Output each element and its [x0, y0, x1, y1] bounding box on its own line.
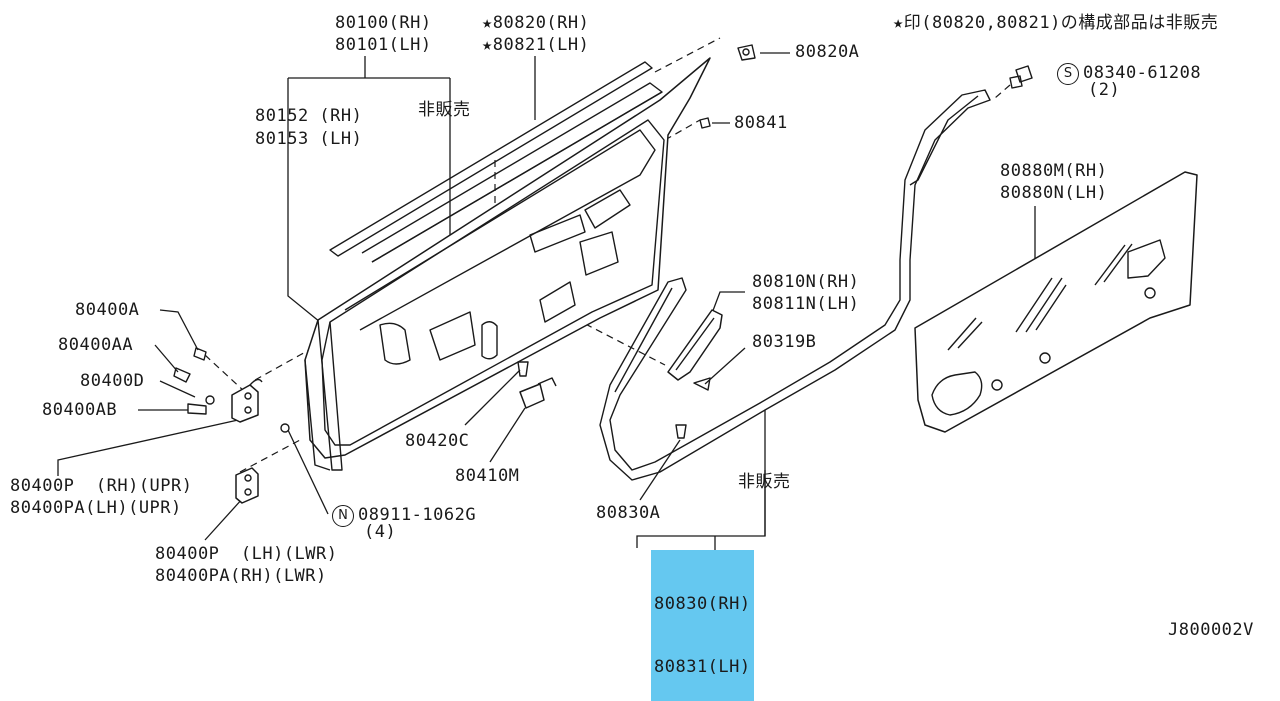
part-80820-rh-label: 80820(RH)	[492, 13, 590, 33]
part-08340-61208: 08340-61208	[1083, 63, 1202, 83]
clip-80820a-drawing	[737, 44, 756, 61]
part-80400pa-lwr: 80400PA(RH)(LWR)	[155, 566, 327, 586]
diagram-id: J800002V	[1168, 620, 1254, 640]
part-80410m: 80410M	[455, 466, 520, 486]
not-for-sale-label-2: 非販売	[738, 472, 791, 492]
n-symbol: N	[332, 505, 354, 527]
check-link-drawing	[517, 361, 557, 409]
part-80101-lh: 80101(LH)	[335, 35, 432, 55]
corner-seal-drawing	[667, 309, 723, 391]
part-80830a: 80830A	[596, 503, 661, 523]
bolt-08340-drawing	[1009, 65, 1033, 89]
part-80400ab: 80400AB	[42, 400, 118, 420]
clip-80841-drawing	[699, 117, 711, 129]
clip-80830a-drawing	[675, 424, 687, 439]
part-80830-highlighted[interactable]: 80830(RH) 80831(LH)	[651, 550, 754, 701]
part-80400p-lwr: 80400P (LH)(LWR)	[155, 544, 338, 564]
part-08911-qty: (4)	[364, 522, 397, 542]
part-80820a: 80820A	[795, 42, 860, 62]
leader-lines	[57, 52, 1036, 550]
part-80841: 80841	[734, 113, 788, 133]
parts-diagram: ★印(80820,80821)の構成部品は非販売 80100(RH) 80101…	[10, 13, 1254, 701]
part-80152-rh: 80152 (RH)	[255, 106, 363, 126]
door-finisher-drawing	[914, 171, 1198, 433]
hinge-upper-drawing	[231, 378, 263, 423]
not-for-sale-label-1: 非販売	[418, 100, 471, 120]
part-80821-lh: ★80821(LH)	[482, 35, 589, 56]
part-80400a: 80400A	[75, 300, 140, 320]
part-80400pa-upr: 80400PA(LH)(UPR)	[10, 498, 182, 518]
part-80820-rh: ★80820(RH)	[482, 13, 589, 34]
part-80880n-lh: 80880N(LH)	[1000, 183, 1108, 203]
hinge-lower-drawing	[235, 467, 259, 504]
part-80811n-lh: 80811N(LH)	[752, 294, 860, 314]
star-icon: ★	[482, 13, 493, 33]
door-exploded-view-drawing	[57, 37, 1198, 550]
upper-weatherstrip	[329, 61, 663, 263]
part-80319b: 80319B	[752, 332, 817, 352]
door-shell	[304, 57, 711, 471]
part-80821-lh-label: 80821(LH)	[492, 35, 590, 55]
star-icon: ★	[893, 13, 904, 33]
part-80153-lh: 80153 (LH)	[255, 129, 363, 149]
part-80880m-rh: 80880M(RH)	[1000, 161, 1108, 181]
star-icon: ★	[482, 35, 493, 55]
not-for-sale-note-text: 印(80820,80821)の構成部品は非販売	[903, 13, 1219, 33]
part-80100-rh: 80100(RH)	[335, 13, 432, 33]
part-80400aa: 80400AA	[58, 335, 134, 355]
part-80830-rh[interactable]: 80830(RH)	[654, 594, 751, 614]
part-08340-qty: (2)	[1088, 80, 1121, 100]
part-80810n-rh: 80810N(RH)	[752, 272, 860, 292]
part-80400p-upr: 80400P (RH)(UPR)	[10, 476, 193, 496]
part-08911-1062g: 08911-1062G	[358, 505, 477, 525]
part-80831-lh[interactable]: 80831(LH)	[654, 657, 751, 677]
not-for-sale-note: ★印(80820,80821)の構成部品は非販売	[893, 13, 1218, 34]
bolts-80400-drawing	[173, 347, 290, 433]
part-80420c: 80420C	[405, 431, 470, 451]
s-symbol: S	[1057, 63, 1079, 85]
part-80400d: 80400D	[80, 371, 145, 391]
door-weatherstrip-drawing	[599, 89, 991, 481]
